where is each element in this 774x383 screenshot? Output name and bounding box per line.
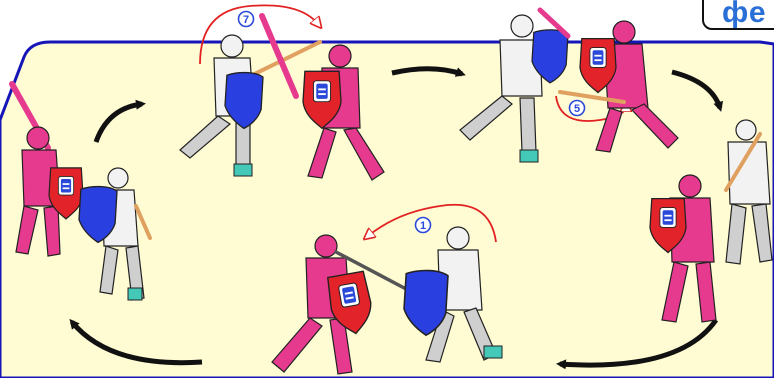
sequence-marker-7: 7 bbox=[239, 12, 254, 27]
marker-number: 7 bbox=[243, 14, 249, 26]
marker-number: 1 bbox=[420, 220, 426, 232]
header-label-box: фе bbox=[702, 0, 774, 30]
marker-number: 5 bbox=[574, 103, 580, 115]
sequence-marker-1: 1 bbox=[416, 218, 431, 233]
header-label: фе bbox=[722, 0, 767, 28]
sequence-marker-5: 5 bbox=[570, 101, 585, 116]
